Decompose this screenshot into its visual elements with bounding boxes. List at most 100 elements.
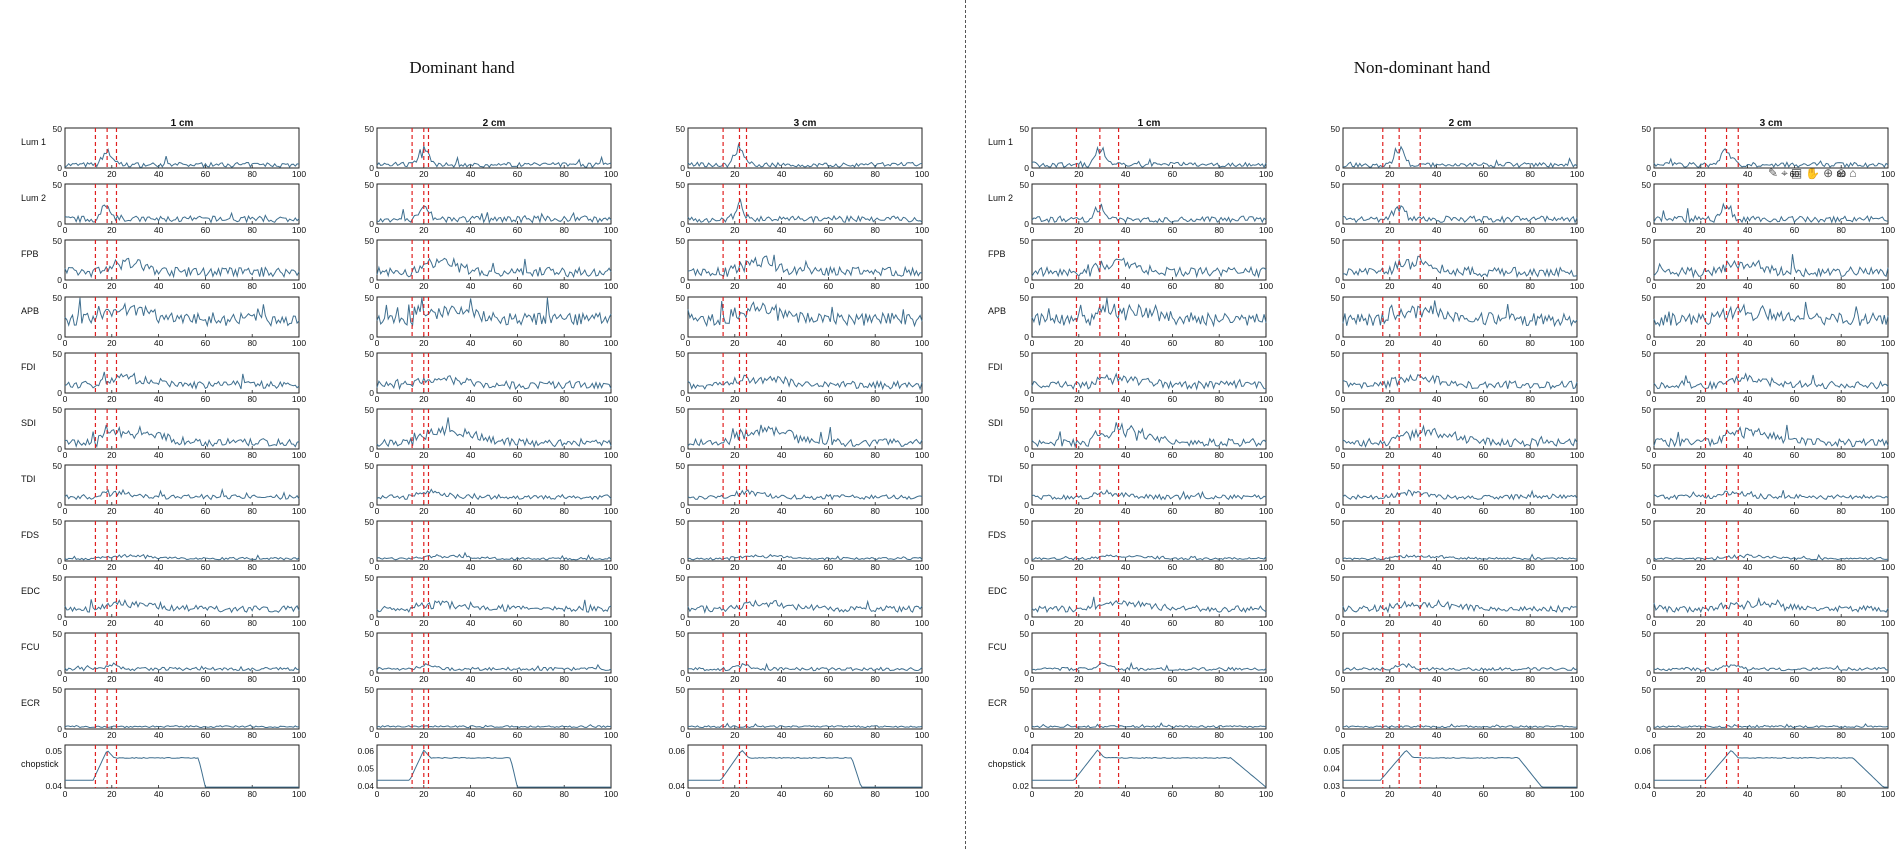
axes-box: [687, 744, 923, 789]
axes-box: [1653, 688, 1889, 730]
x-tick-label: 0: [63, 338, 68, 348]
x-tick-label: 60: [1168, 506, 1178, 516]
y-tick-label: 0: [680, 388, 685, 398]
y-tick-label: 50: [1020, 685, 1030, 695]
x-tick-label: 60: [1790, 394, 1800, 404]
x-tick-label: 40: [466, 281, 476, 291]
x-tick-label: 40: [777, 674, 787, 684]
data-tip-icon[interactable]: ⌖: [1781, 166, 1788, 180]
x-tick-label: 100: [1881, 450, 1895, 460]
x-tick-label: 40: [154, 450, 164, 460]
y-tick-label: 0.05: [1323, 746, 1340, 756]
home-icon[interactable]: ⌂: [1849, 166, 1857, 180]
axes-box: [1031, 520, 1267, 562]
x-tick-label: 60: [824, 730, 834, 740]
x-tick-label: 0: [375, 562, 380, 572]
y-tick-label: 0.04: [668, 781, 685, 791]
y-tick-label: 0.06: [668, 746, 685, 756]
x-tick-label: 0: [686, 450, 691, 460]
x-tick-label: 0: [1341, 789, 1346, 799]
y-tick-label: 0: [1335, 219, 1340, 229]
y-tick-label: 50: [365, 124, 375, 134]
x-tick-label: 20: [1074, 506, 1084, 516]
x-tick-label: 80: [1525, 281, 1535, 291]
x-tick-label: 20: [1074, 730, 1084, 740]
y-tick-label: 0: [1024, 556, 1029, 566]
emg-trace: [376, 205, 612, 225]
zoom-out-icon[interactable]: ⊖: [1836, 166, 1847, 180]
emg-trace: [1342, 723, 1578, 729]
pan-icon[interactable]: ✋: [1805, 166, 1821, 180]
axes-box: [1031, 688, 1267, 730]
y-tick-label: 50: [676, 629, 686, 639]
x-tick-label: 20: [419, 618, 429, 628]
emg-trace: [1031, 422, 1267, 449]
x-tick-label: 20: [730, 394, 740, 404]
x-tick-label: 80: [1836, 169, 1846, 179]
x-tick-label: 20: [1385, 618, 1395, 628]
y-tick-label: 50: [676, 180, 686, 190]
x-tick-label: 0: [686, 730, 691, 740]
x-tick-label: 40: [154, 730, 164, 740]
axes-box: [687, 408, 923, 450]
x-tick-label: 100: [604, 562, 618, 572]
x-tick-label: 60: [824, 562, 834, 572]
chopstick-trace: [377, 749, 611, 788]
x-tick-label: 60: [201, 450, 211, 460]
axes-toolbar[interactable]: ✎ ⌖ ▤ ✋ ⊕ ⊖ ⌂: [1768, 167, 1857, 179]
x-tick-label: 20: [1696, 618, 1706, 628]
x-tick-label: 80: [1214, 338, 1224, 348]
x-tick-label: 40: [466, 225, 476, 235]
axes-box: [1342, 464, 1578, 506]
x-tick-label: 60: [1168, 394, 1178, 404]
axes-box: [1653, 520, 1889, 562]
x-tick-label: 60: [513, 394, 523, 404]
emg-trace: [1342, 373, 1578, 390]
row-label: SDI: [21, 418, 37, 428]
row-label: chopstick: [21, 759, 59, 769]
y-tick-label: 0.03: [1323, 781, 1340, 791]
y-tick-label: 0: [57, 275, 62, 285]
y-tick-label: 0.04: [1323, 764, 1340, 774]
x-tick-label: 20: [107, 674, 117, 684]
x-tick-label: 80: [1836, 338, 1846, 348]
brush-icon[interactable]: ✎: [1768, 166, 1779, 180]
y-tick-label: 0: [1646, 556, 1651, 566]
row-label: ECR: [21, 698, 41, 708]
x-tick-label: 20: [730, 730, 740, 740]
axes-box: [1653, 127, 1889, 169]
x-tick-label: 80: [1214, 225, 1224, 235]
axes-box: [64, 520, 300, 562]
x-tick-label: 20: [1074, 674, 1084, 684]
y-tick-label: 50: [1642, 573, 1652, 583]
emg-trace: [376, 417, 612, 449]
y-tick-label: 50: [1020, 293, 1030, 303]
x-tick-label: 100: [292, 338, 306, 348]
x-tick-label: 40: [1432, 506, 1442, 516]
zoom-in-icon[interactable]: ⊕: [1823, 166, 1834, 180]
panel-title: 3 cm: [793, 118, 817, 129]
x-tick-label: 20: [1696, 338, 1706, 348]
x-tick-label: 60: [1168, 225, 1178, 235]
y-tick-label: 50: [53, 349, 63, 359]
x-tick-label: 20: [1074, 562, 1084, 572]
x-tick-label: 100: [1570, 450, 1584, 460]
x-tick-label: 60: [824, 394, 834, 404]
x-tick-label: 40: [777, 394, 787, 404]
axes-box: [687, 296, 923, 338]
emg-trace: [1653, 553, 1889, 561]
x-tick-label: 80: [247, 674, 257, 684]
y-tick-label: 50: [1020, 180, 1030, 190]
emg-trace: [64, 598, 300, 614]
x-tick-label: 80: [1214, 394, 1224, 404]
x-tick-label: 40: [1743, 281, 1753, 291]
x-tick-label: 20: [419, 450, 429, 460]
x-tick-label: 60: [201, 789, 211, 799]
chopstick-trace: [1343, 750, 1577, 788]
x-tick-label: 0: [375, 730, 380, 740]
x-tick-label: 80: [1214, 562, 1224, 572]
x-tick-label: 0: [1030, 450, 1035, 460]
export-icon[interactable]: ▤: [1790, 166, 1803, 180]
y-tick-label: 50: [1331, 685, 1341, 695]
x-tick-label: 20: [1696, 281, 1706, 291]
